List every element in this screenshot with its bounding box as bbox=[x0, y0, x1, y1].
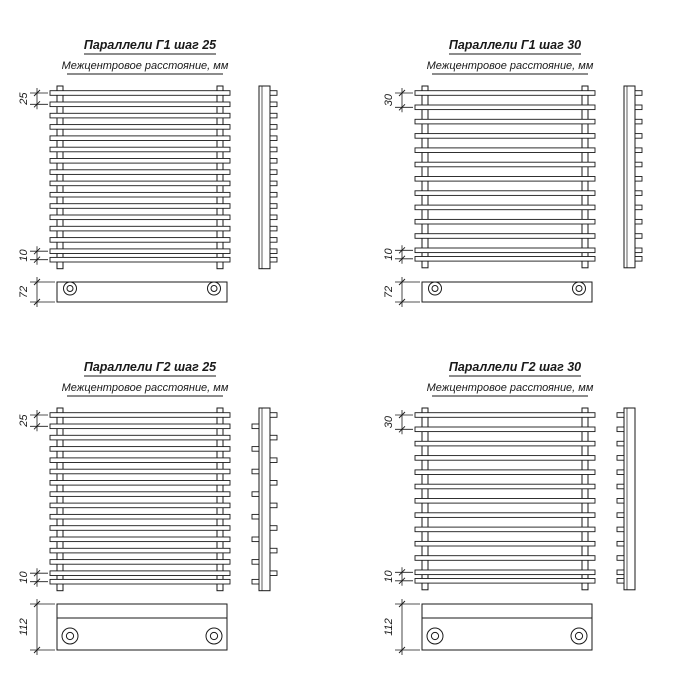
dimensions: 25 10 72 bbox=[18, 88, 55, 307]
fitting-circle-inner bbox=[430, 631, 440, 641]
side-view bbox=[616, 407, 636, 591]
fitting-circle-inner bbox=[65, 631, 75, 641]
dimension-step-label: 25 bbox=[18, 92, 30, 106]
front-view bbox=[414, 85, 596, 269]
panel-g1-step25: Параллели Г1 шаг 25 Межцентровое расстоян… bbox=[18, 38, 278, 307]
panel-header: Параллели Г1 шаг 25 Межцентровое расстоян… bbox=[62, 38, 229, 75]
fitting-circle bbox=[63, 281, 77, 296]
front-view bbox=[49, 85, 231, 270]
panel-header: Параллели Г2 шаг 30 Межцентровое расстоян… bbox=[427, 360, 594, 397]
dimension-base-label: 72 bbox=[383, 286, 395, 298]
front-view bbox=[414, 407, 596, 591]
panel-g2-step30: Параллели Г2 шаг 30 Межцентровое расстоян… bbox=[383, 360, 636, 655]
fitting-circle-inner bbox=[431, 285, 439, 292]
side-view bbox=[258, 85, 278, 270]
panel-g2-step25: Параллели Г2 шаг 25 Межцентровое расстоян… bbox=[18, 360, 278, 655]
side-view bbox=[623, 85, 643, 269]
panel-subtitle: Межцентровое расстояние, мм bbox=[427, 60, 594, 72]
panel-title: Параллели Г2 шаг 25 bbox=[84, 360, 217, 374]
dimension-gap-label: 10 bbox=[18, 570, 30, 583]
panel-subtitle: Межцентровое расстояние, мм bbox=[62, 382, 229, 394]
dimensions: 25 10 112 bbox=[18, 410, 55, 655]
dimension-base-label: 112 bbox=[383, 618, 395, 636]
fitting-circle-inner bbox=[66, 285, 74, 292]
fitting-circle bbox=[426, 627, 444, 645]
dimension-gap-label: 10 bbox=[383, 248, 395, 261]
panel-subtitle: Межцентровое расстояние, мм bbox=[427, 382, 594, 394]
panel-subtitle: Межцентровое расстояние, мм bbox=[62, 60, 229, 72]
front-view bbox=[49, 407, 231, 592]
dimension-step-label: 30 bbox=[383, 415, 395, 428]
fitting-circle-inner bbox=[209, 631, 219, 641]
dimension-base-label: 72 bbox=[18, 286, 30, 298]
panel-header: Параллели Г2 шаг 25 Межцентровое расстоян… bbox=[62, 360, 229, 397]
panel-header: Параллели Г1 шаг 30 Межцентровое расстоян… bbox=[427, 38, 594, 75]
panel-g1-step30: Параллели Г1 шаг 30 Межцентровое расстоян… bbox=[383, 38, 643, 307]
bottom-view bbox=[421, 281, 593, 303]
dimension-base-label: 112 bbox=[18, 618, 30, 636]
fitting-circle-inner bbox=[574, 631, 584, 641]
fitting-circle bbox=[61, 627, 79, 645]
side-view bbox=[251, 407, 278, 592]
fitting-circle bbox=[205, 627, 223, 645]
panel-title: Параллели Г1 шаг 25 bbox=[84, 38, 217, 52]
dimension-gap-label: 10 bbox=[18, 248, 30, 261]
dimensions: 30 10 72 bbox=[383, 88, 420, 307]
dimensions: 30 10 112 bbox=[383, 410, 420, 655]
dimension-step-label: 25 bbox=[18, 414, 30, 428]
fitting-circle-inner bbox=[210, 285, 218, 292]
fitting-circle-inner bbox=[575, 285, 583, 292]
fitting-circle bbox=[207, 281, 221, 296]
dimension-step-label: 30 bbox=[383, 93, 395, 106]
panel-title: Параллели Г2 шаг 30 bbox=[449, 360, 581, 374]
bottom-view bbox=[56, 281, 228, 303]
panel-title: Параллели Г1 шаг 30 bbox=[449, 38, 581, 52]
fitting-circle bbox=[428, 281, 442, 296]
bottom-view bbox=[56, 603, 228, 651]
fitting-circle bbox=[570, 627, 588, 645]
fitting-circle bbox=[572, 281, 586, 296]
bottom-view bbox=[421, 603, 593, 651]
dimension-gap-label: 10 bbox=[383, 570, 395, 583]
